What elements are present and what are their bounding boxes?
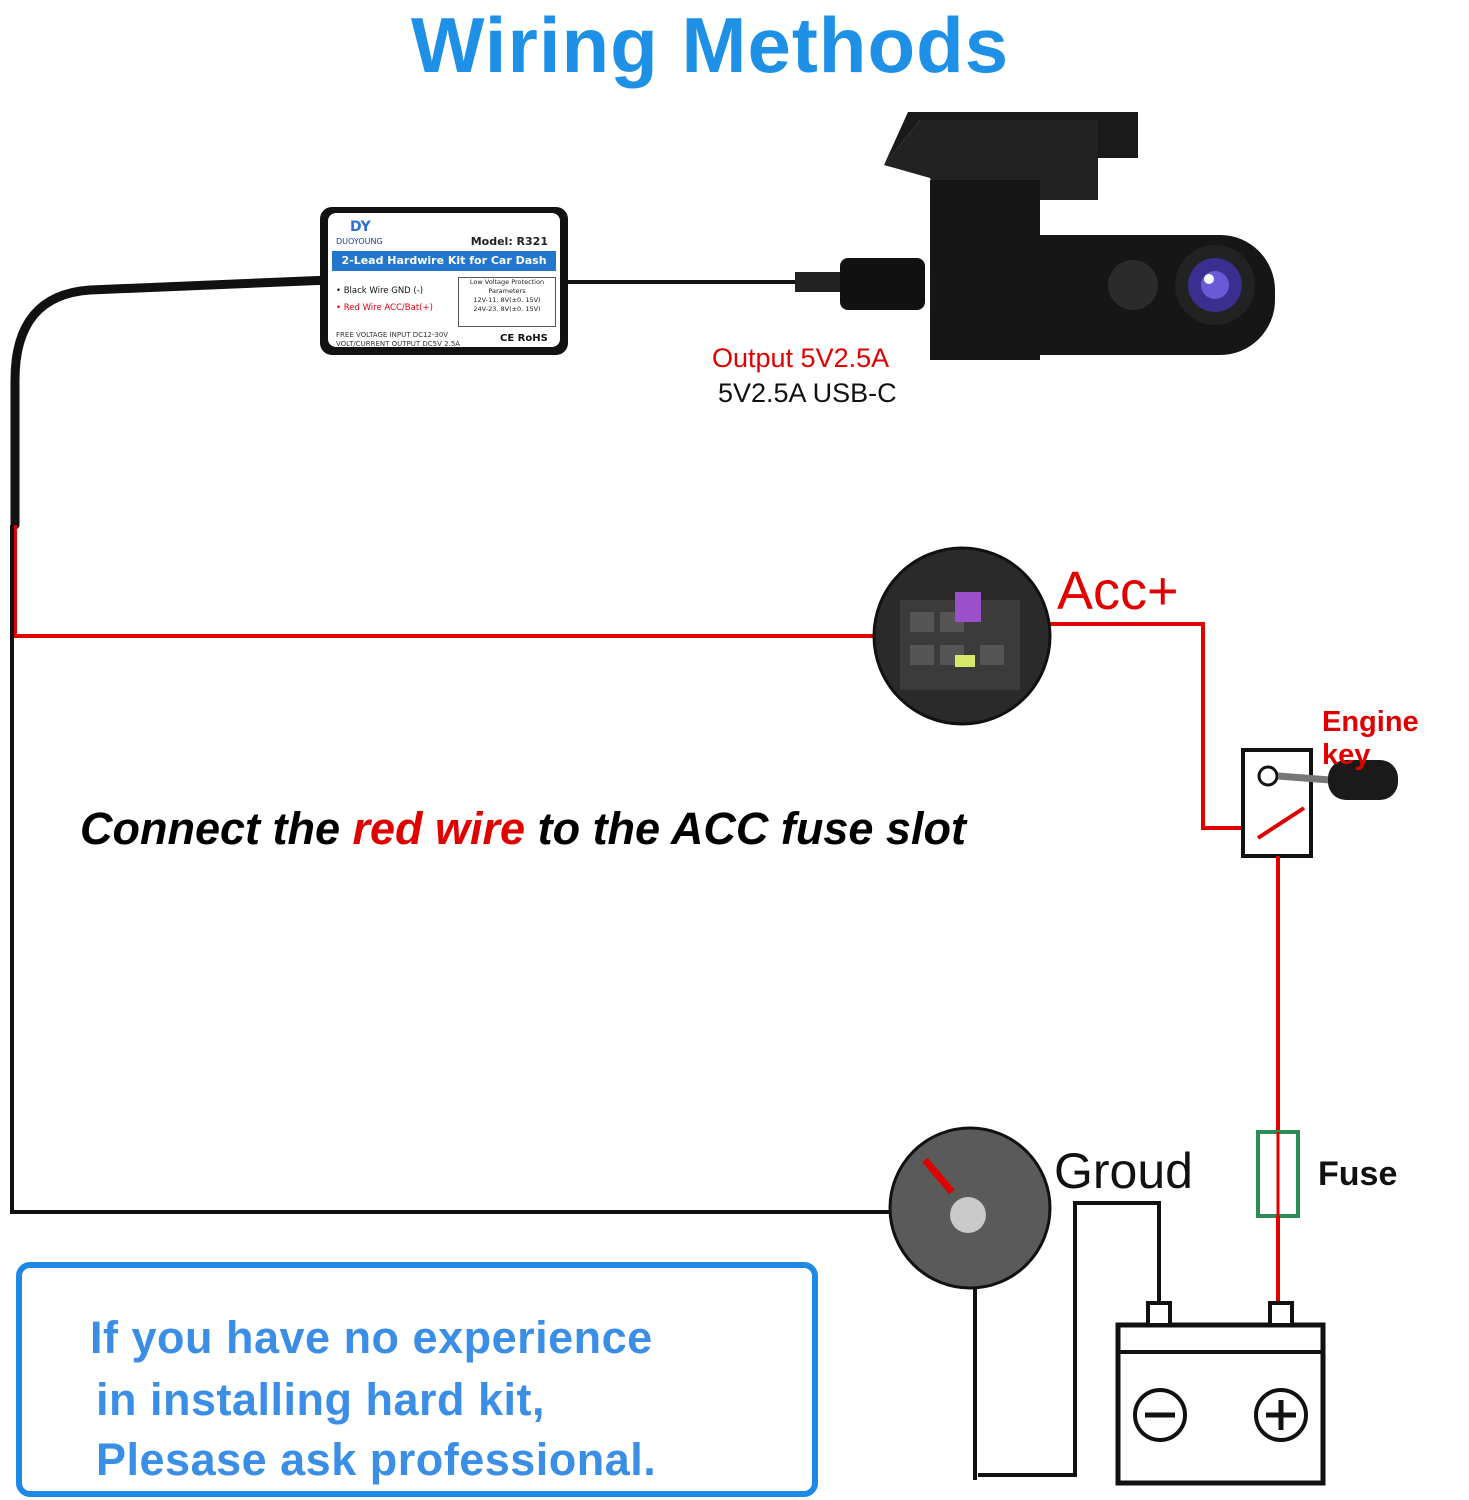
engine-key bbox=[1328, 760, 1398, 800]
black-wire bbox=[10, 525, 900, 1214]
usb-label: 5V2.5A USB-C bbox=[718, 378, 897, 408]
module-band: 2-Lead Hardwire Kit for Car Dash Cam bbox=[332, 251, 556, 287]
module-specs: FREE VOLTAGE INPUT DC12-30V VOLT/CURRENT… bbox=[336, 331, 461, 348]
page-title: Wiring Methods bbox=[410, 1, 1010, 89]
module-protection: Low Voltage Protection Parameters 12V-11… bbox=[458, 277, 556, 327]
warning-box: If you have no experience in installing … bbox=[16, 1262, 818, 1497]
ground-label: Groud bbox=[1054, 1143, 1193, 1199]
module-cable bbox=[10, 275, 335, 530]
module-model: Model: R321 bbox=[470, 235, 548, 248]
module-black-wire: • Black Wire GND (-) bbox=[336, 286, 424, 296]
usb-connector bbox=[840, 258, 925, 310]
engine-key-label: Engine key bbox=[1322, 706, 1419, 771]
fuse-label: Fuse bbox=[1318, 1155, 1398, 1193]
module-red-wire: • Red Wire ACC/Bat(+) bbox=[336, 303, 433, 313]
module-logo: DY bbox=[350, 219, 371, 235]
hardwire-kit-module: DY DUOYOUNG Model: R321 2-Lead Hardwire … bbox=[320, 207, 568, 355]
red-wire bbox=[13, 525, 880, 638]
module-cert: CE RoHS bbox=[500, 333, 548, 344]
output-label: Output 5V2.5A bbox=[712, 343, 890, 373]
module-brand: DUOYOUNG bbox=[336, 237, 383, 246]
add-a-fuse bbox=[955, 592, 981, 622]
warning-line-3: Plesase ask professional. bbox=[96, 1434, 657, 1485]
usb-plug bbox=[795, 272, 845, 292]
dash-cam bbox=[884, 112, 1275, 360]
warning-line-1: If you have no experience bbox=[90, 1312, 653, 1363]
instruction-text: Connect the red wire to the ACC fuse slo… bbox=[80, 803, 966, 854]
red-wire-acc bbox=[1045, 622, 1252, 830]
ignition-switch bbox=[1241, 748, 1313, 858]
battery-neg-terminal bbox=[1146, 1301, 1172, 1327]
battery-pos-terminal bbox=[1268, 1301, 1294, 1327]
acc-label: Acc+ bbox=[1057, 561, 1179, 621]
warning-line-2: in installing hard kit, bbox=[96, 1374, 546, 1425]
ignition-pivot bbox=[1257, 765, 1279, 787]
